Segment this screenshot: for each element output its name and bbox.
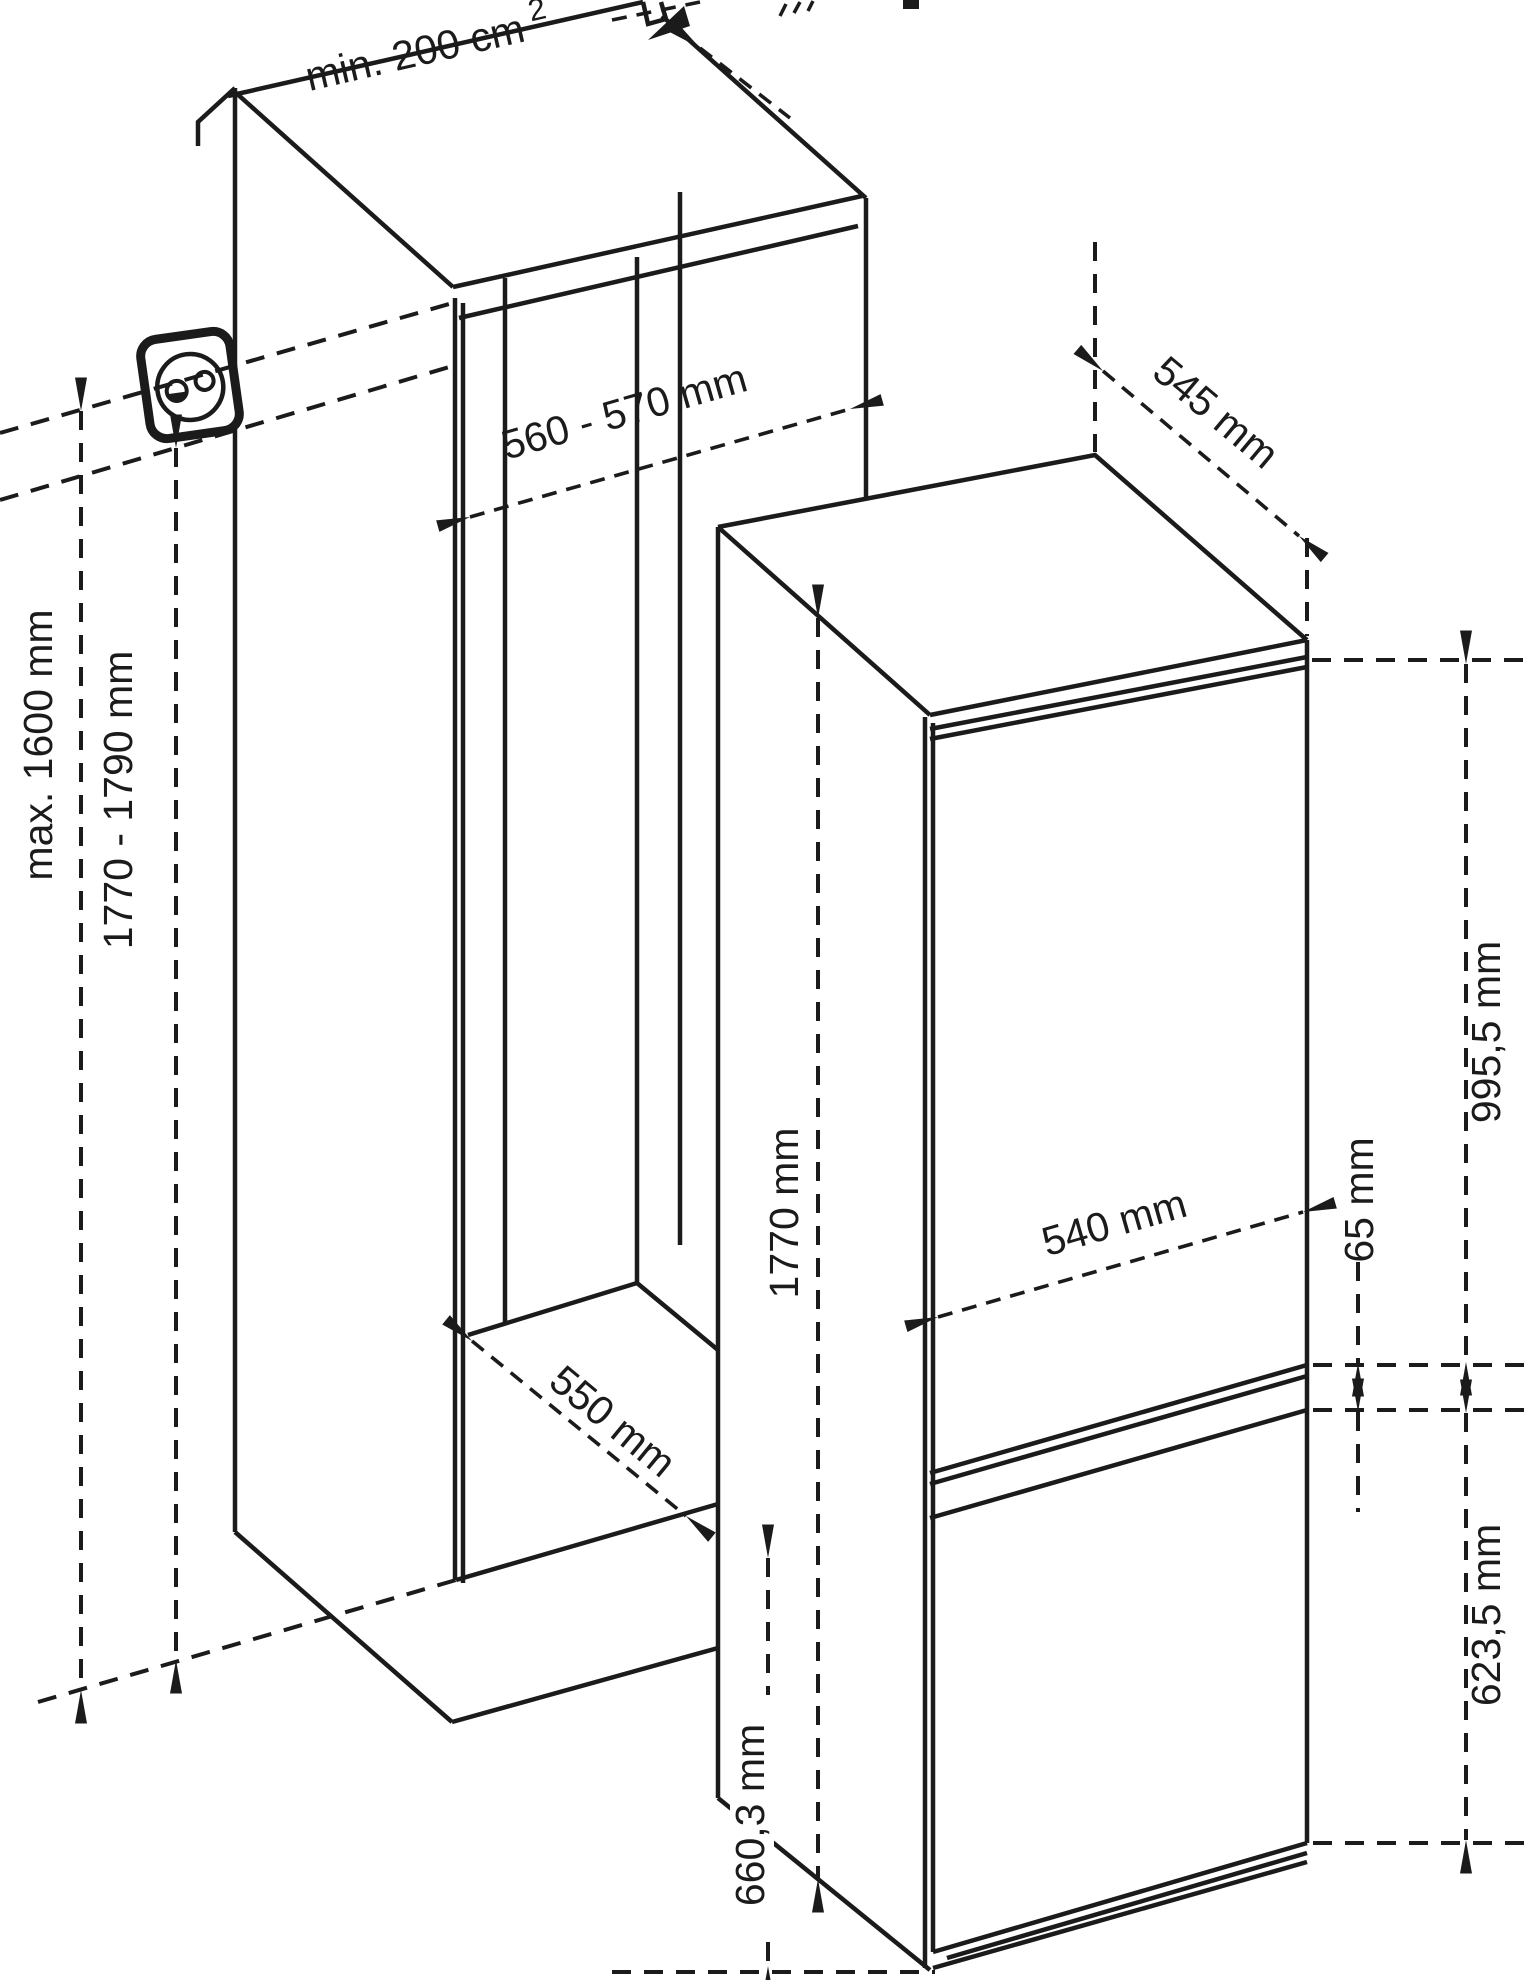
- label-upper-door-height: 995,5 mm: [1463, 941, 1509, 1123]
- airflow-arrow: [669, 22, 792, 120]
- appliance-top-left-edge: [716, 525, 932, 717]
- appliance-top-slab-edge: [929, 654, 1308, 732]
- label-door-gap: 65 mm: [1336, 1137, 1382, 1262]
- dim-niche-depth: [442, 1315, 716, 1542]
- niche-floor-back-edge: [467, 1280, 638, 1338]
- appliance-base-edge: [932, 1859, 1308, 1971]
- label-niche-width: 560 - 570 mm: [496, 355, 752, 469]
- label-vent-area: min. 200 cm: [301, 5, 529, 100]
- label-socket-max-height: max. 1600 mm: [15, 609, 61, 880]
- niche-opening-top-inner-edge: [458, 223, 859, 321]
- ref-line-floor-left: [37, 1578, 457, 1704]
- dim-appliance-depth: [1073, 344, 1329, 563]
- label-appliance-height: 1770 mm: [761, 1128, 807, 1299]
- appliance-top-front-edge: [929, 637, 1308, 718]
- power-socket-icon: [136, 326, 244, 444]
- label-appliance-depth: 545 mm: [1144, 347, 1287, 477]
- upper-door-bottom-edge: [929, 1362, 1308, 1476]
- niche-bottom-left-edge: [233, 1530, 454, 1724]
- airflow-dash-line: [611, 0, 701, 22]
- niche-top-depth-edge: [233, 90, 455, 289]
- dim-niche-width: [436, 394, 884, 532]
- dim-door-width: [904, 1196, 1337, 1333]
- niche-bottom-front-edge: [451, 1645, 719, 1725]
- lower-door-top-edge: [929, 1407, 1308, 1521]
- door-gap-inner-edge: [929, 1373, 1308, 1487]
- door-top-edge: [929, 664, 1308, 742]
- niche-floor-right-edge: [635, 1281, 720, 1352]
- label-niche-depth: 550 mm: [541, 1356, 685, 1486]
- label-vent-area-sup: 2: [525, 0, 550, 28]
- airflow-arrowhead-cropped: [648, 6, 690, 40]
- label-freezer-section-height: 660,3 mm: [727, 1724, 773, 1906]
- niche-top-left-notch: [195, 86, 237, 146]
- label-backdrop: [730, 1695, 774, 1935]
- cropped-text-fragment: [778, 0, 919, 17]
- label-lower-door-height: 623,5 mm: [1463, 1524, 1509, 1706]
- niche-top-edge: [227, 0, 644, 99]
- label-niche-height: 1770 - 1790 mm: [95, 651, 141, 950]
- lower-door-bottom-edge: [932, 1840, 1308, 1955]
- niche-base-edge: [455, 1501, 719, 1583]
- lower-door-bottom-inner-edge: [946, 1850, 1308, 1961]
- niche-opening-top-edge: [452, 193, 863, 290]
- dimension-lines: [0, 242, 1526, 1985]
- niche-top-right-edge: [660, 14, 868, 200]
